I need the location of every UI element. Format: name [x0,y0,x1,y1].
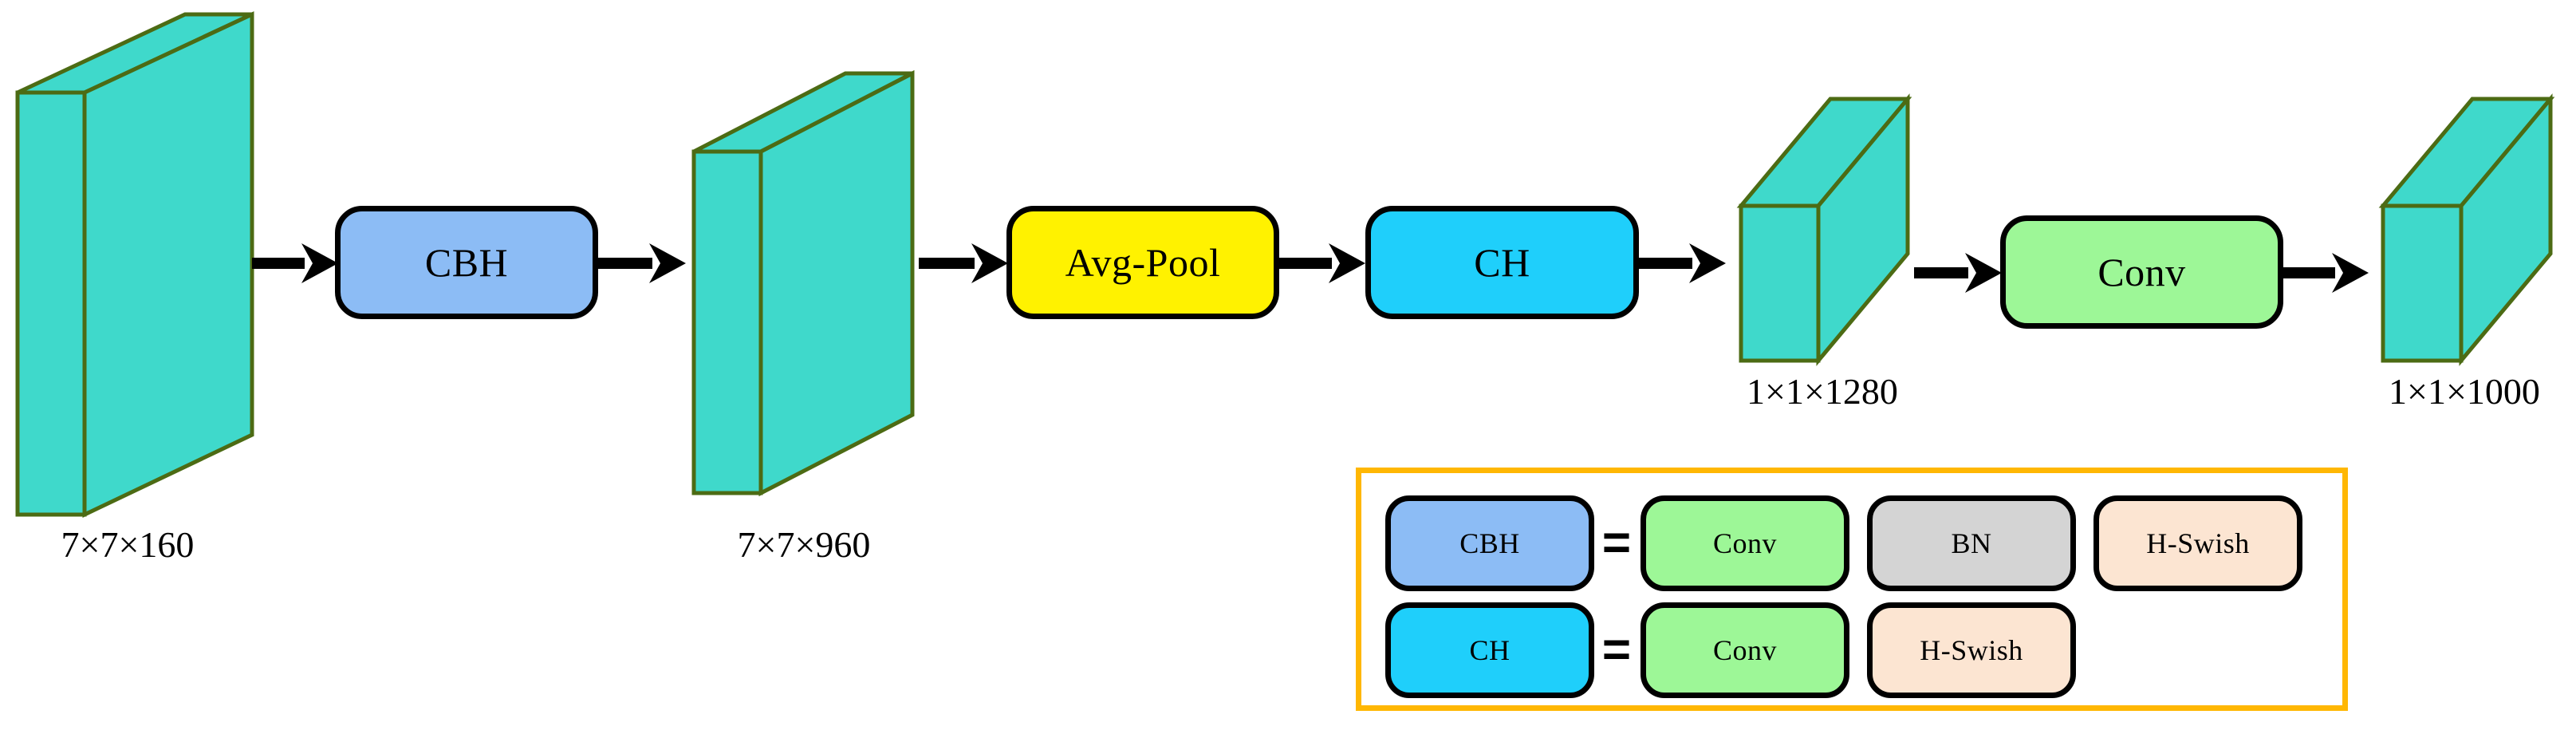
legend-conv-label-row1: Conv [1712,527,1777,559]
conv-block-label: Conv [2097,250,2186,294]
conv-block[interactable]: Conv [2000,215,2283,329]
output-tensor [2378,93,2555,366]
legend-bn-block[interactable]: BN [1867,495,2076,591]
pooled-tensor-label: 1×1×1280 [1747,371,1898,412]
legend-bn-label: BN [1951,527,1992,559]
output-tensor-label: 1×1×1000 [2389,371,2540,412]
legend-conv-label-row2: Conv [1712,634,1777,666]
legend-conv-block-row1[interactable]: Conv [1641,495,1849,591]
legend-equals-row1: = [1601,515,1632,570]
input-tensor-side-face [82,11,254,518]
pooled-tensor [1736,93,1912,366]
stage1-tensor [691,69,915,497]
legend-hswish-label-row1: H-Swish [2146,527,2250,559]
stage1-tensor-front-face [691,149,763,495]
legend-equals-row2: = [1601,622,1632,677]
cbh-block-label: CBH [424,240,509,285]
arrow-ch-to-pooled [1639,243,1726,283]
ch-block[interactable]: CH [1365,206,1639,319]
arrow-cbh-to-stage1 [598,243,686,283]
legend-cbh-label: CBH [1459,527,1520,559]
arrow-input-to-cbh [252,243,338,283]
arrow-conv-to-output [2283,253,2369,293]
pooled-tensor-front-face [1739,203,1821,363]
legend-ch-label: CH [1469,634,1511,666]
legend-panel: CBH = Conv BN H-Swish CH = Conv H-Swish [1356,468,2348,711]
arrow-stage1-to-avgpool [919,243,1008,283]
input-tensor-front-face [15,90,87,517]
arrow-pooled-to-conv [1914,253,2002,293]
input-tensor [15,11,254,518]
legend-hswish-label-row2: H-Swish [1920,634,2023,666]
stage1-tensor-label: 7×7×960 [737,524,871,565]
legend-ch-block[interactable]: CH [1385,602,1594,698]
output-tensor-front-face [2381,203,2464,363]
legend-cbh-block[interactable]: CBH [1385,495,1594,591]
arrow-avgpool-to-ch [1279,243,1365,283]
ch-block-label: CH [1474,240,1530,285]
avgpool-block[interactable]: Avg-Pool [1006,206,1279,319]
cbh-block[interactable]: CBH [335,206,598,319]
legend-hswish-block-row2[interactable]: H-Swish [1867,602,2076,698]
legend-hswish-block-row1[interactable]: H-Swish [2093,495,2302,591]
input-tensor-label: 7×7×160 [61,524,195,565]
avgpool-block-label: Avg-Pool [1065,240,1221,285]
legend-conv-block-row2[interactable]: Conv [1641,602,1849,698]
